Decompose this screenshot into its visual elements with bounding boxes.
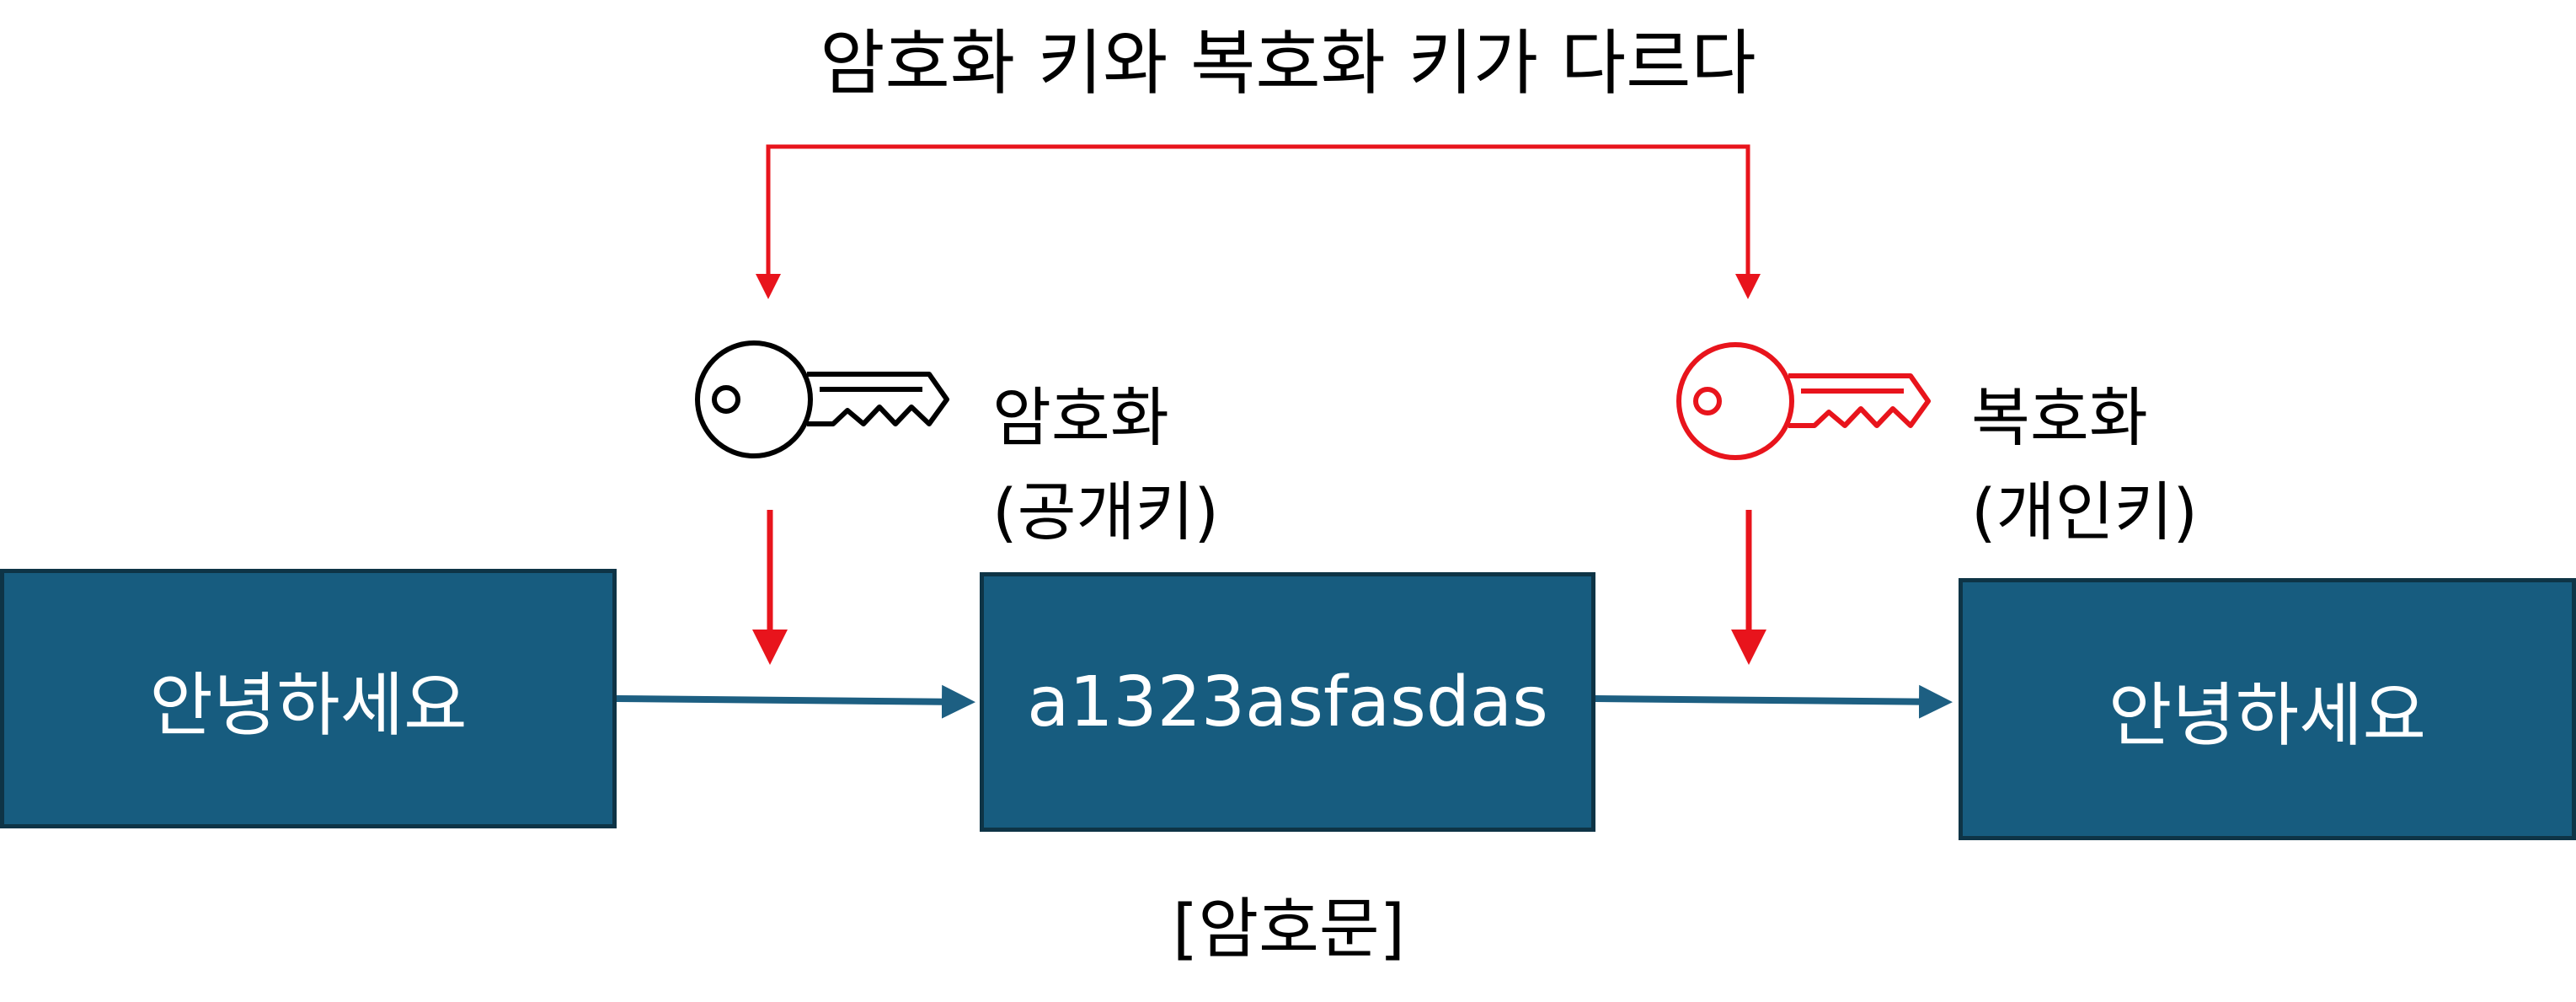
diagram-title: 암호화 키와 복호화 키가 다르다 — [820, 22, 1756, 104]
decrypted-text: 안녕하세요 — [2108, 676, 2427, 756]
encrypt-flow-arrow — [616, 684, 975, 719]
encryption-key-title: 암호화 — [992, 380, 1169, 455]
ciphertext-box: a1323asfasdas — [980, 572, 1595, 832]
decryption-key-label: 복호화 (개인키) — [1971, 371, 2198, 560]
key-icon — [695, 340, 949, 458]
decrypted-box: 안녕하세요 — [1959, 578, 2576, 840]
decrypt-flow-arrow — [1594, 684, 1953, 719]
encryption-key-label: 암호화 (공개키) — [992, 371, 1219, 560]
decryption-key-type: (개인키) — [1971, 474, 2199, 549]
ciphertext-caption: [암호문] — [1172, 892, 1406, 967]
decryption-key-title: 복호화 — [1971, 380, 2148, 455]
plaintext-box: 안녕하세요 — [0, 569, 617, 828]
key-icon — [1676, 342, 1931, 460]
encryption-key-type: (공개키) — [992, 474, 1220, 549]
ciphertext-text: a1323asfasdas — [1027, 662, 1548, 742]
plaintext-text: 안녕하세요 — [149, 665, 468, 746]
key-relation-bracket — [766, 144, 1750, 295]
